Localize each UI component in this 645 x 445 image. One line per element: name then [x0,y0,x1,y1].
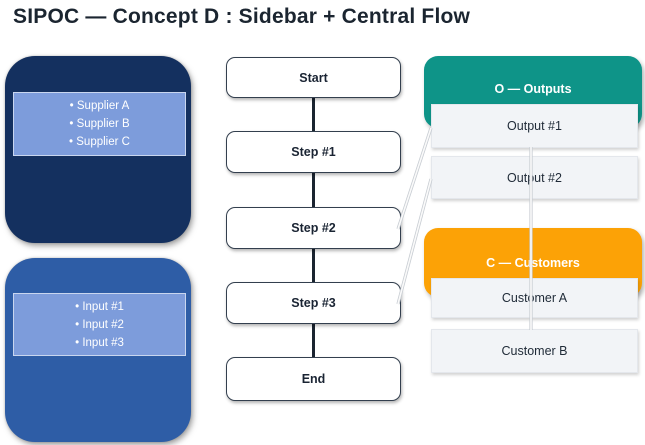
page-title: SIPOC — Concept D : Sidebar + Central Fl… [13,5,471,28]
customer-item-b: Customer B [431,329,638,373]
flow-connector [312,172,315,209]
input-item: Input #3 [75,334,124,352]
flow-connector [312,97,315,133]
flow-connector [312,248,315,284]
flow-step-3: Step #3 [226,282,401,324]
input-item: Input #2 [75,316,124,334]
flow-connector [312,323,315,359]
inputs-panel: Input #1 Input #2 Input #3 [5,258,191,442]
suppliers-panel: Supplier A Supplier B Supplier C [5,56,191,243]
supplier-item: Supplier A [70,97,129,115]
output-item-1: Output #1 [431,104,638,148]
connector-step2-output1 [396,127,433,230]
flow-step-2: Step #2 [226,207,401,249]
output-item-2: Output #2 [431,156,638,199]
suppliers-list: Supplier A Supplier B Supplier C [13,92,186,156]
supplier-item: Supplier B [69,115,130,133]
customers-header: C — Customers [486,256,580,270]
input-item: Input #1 [75,298,124,316]
flow-step-end: End [226,357,401,401]
inputs-list: Input #1 Input #2 Input #3 [13,293,186,356]
supplier-item: Supplier C [69,133,130,151]
flow-step-1: Step #1 [226,131,401,173]
customer-item-a: Customer A [431,278,638,318]
flow-step-start: Start [226,57,401,98]
outputs-header: O — Outputs [494,82,572,96]
